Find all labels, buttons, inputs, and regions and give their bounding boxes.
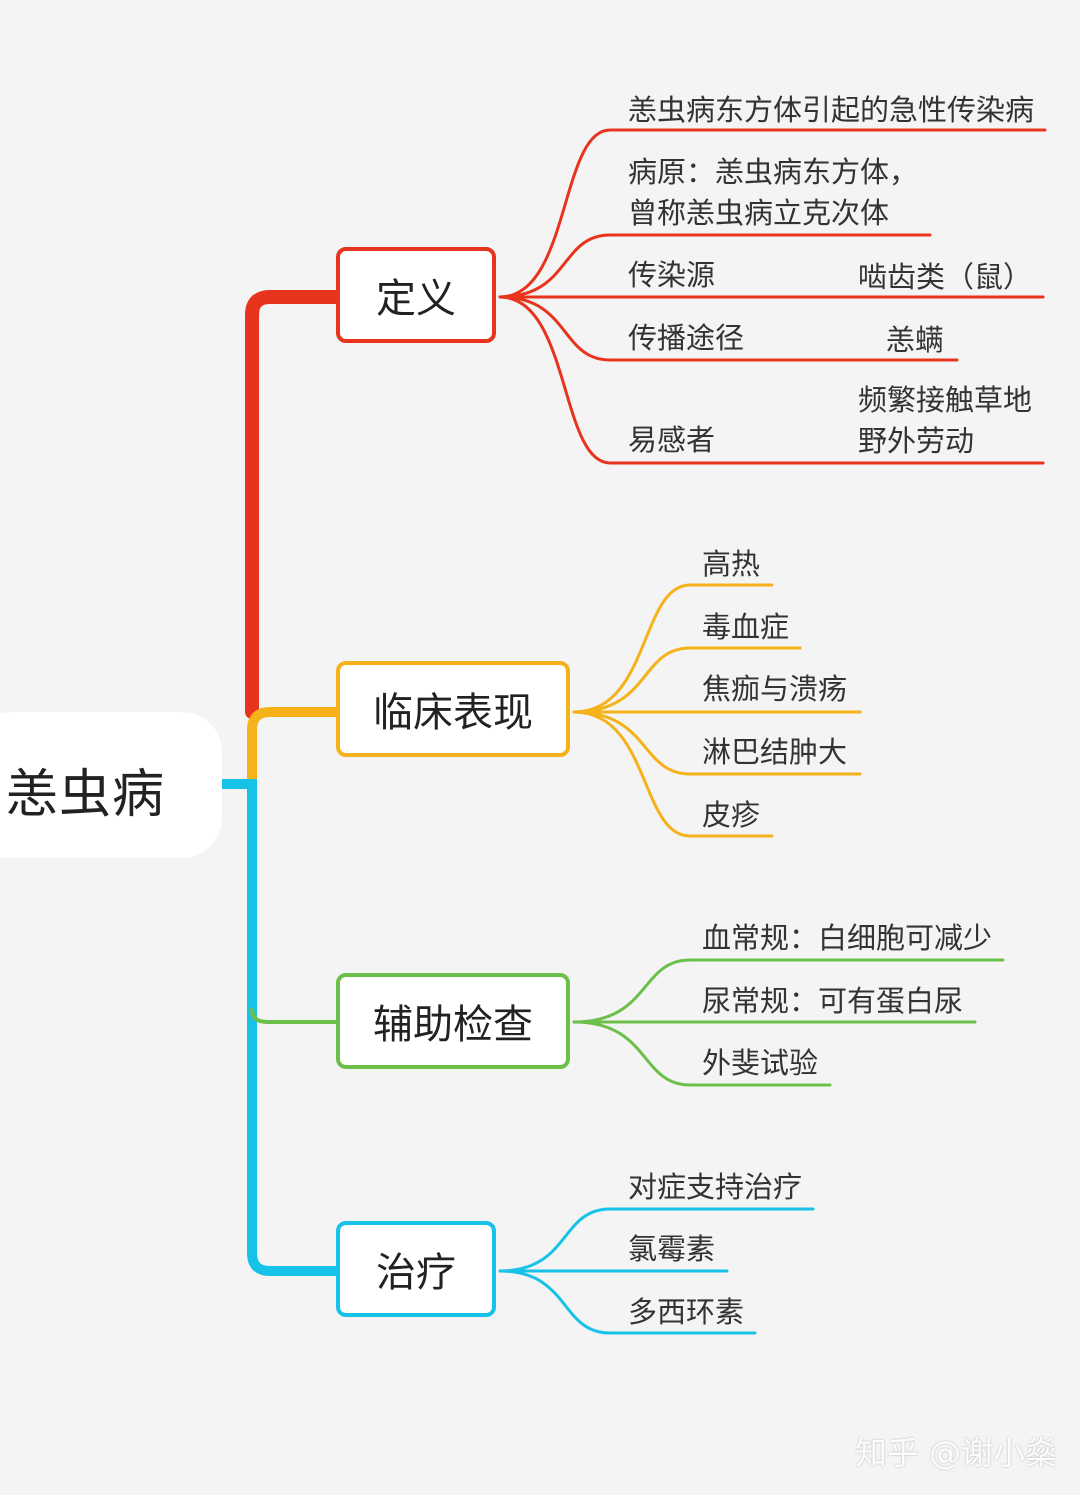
trunk-treatment xyxy=(217,779,341,1276)
connector-clinical-4 xyxy=(572,710,774,838)
trunk-definition xyxy=(245,290,343,719)
connector-treatment-2 xyxy=(498,1269,757,1335)
leaf-definition-source-detail: 啮齿类（鼠） xyxy=(858,260,1033,294)
leaf-definition-source: 传染源 xyxy=(628,258,716,292)
leaf-treatment-chloramphenicol: 氯霉素 xyxy=(628,1232,716,1266)
connector-clinical-3 xyxy=(572,710,862,776)
leaf-exam-weil-felix: 外斐试验 xyxy=(702,1046,819,1080)
leaf-definition-susceptible: 易感者 xyxy=(628,423,716,457)
branch-treatment-label: 治疗 xyxy=(376,1250,456,1296)
leaf-clinical-rash: 皮疹 xyxy=(702,798,761,832)
branch-definition-label: 定义 xyxy=(376,276,456,322)
leaf-definition-susceptible-detail-2: 野外劳动 xyxy=(858,424,975,458)
connector-definition-0 xyxy=(498,128,1047,299)
leaf-definition-disease: 恙虫病东方体引起的急性传染病 xyxy=(628,93,1035,127)
leaf-definition-route-detail: 恙螨 xyxy=(886,323,945,357)
leaf-clinical-eschar: 焦痂与溃疡 xyxy=(702,672,848,706)
root-label: 恙虫病 xyxy=(6,765,166,825)
root-node xyxy=(0,712,222,858)
leaf-definition-route: 传播途径 xyxy=(628,321,745,355)
leaf-exam-urine: 尿常规：可有蛋白尿 xyxy=(702,984,964,1018)
leaf-treatment-doxycycline: 多西环素 xyxy=(628,1295,745,1329)
leaf-definition-susceptible-detail-1: 频繁接触草地 xyxy=(858,383,1033,417)
leaf-clinical-fever: 高热 xyxy=(702,547,761,581)
watermark: 知乎 @谢小燊 xyxy=(855,1434,1058,1472)
branch-definition: 定义 xyxy=(336,247,496,343)
connector-exam-2 xyxy=(572,1020,832,1087)
leaf-exam-blood: 血常规：白细胞可减少 xyxy=(702,921,993,955)
leaf-definition-pathogen: 病原：恙虫病东方体， xyxy=(628,155,919,189)
leaf-treatment-supportive: 对症支持治疗 xyxy=(628,1170,803,1204)
leaf-clinical-toxemia: 毒血症 xyxy=(702,610,790,644)
leaf-definition-pathogen-former: 曾称恙虫病立克次体 xyxy=(628,196,890,230)
connector-clinical-1 xyxy=(572,646,802,714)
leaf-clinical-lymph: 淋巴结肿大 xyxy=(702,735,848,769)
branch-exam: 辅助检查 xyxy=(336,973,570,1069)
connector-definition-1 xyxy=(498,233,932,299)
trunk-exam xyxy=(250,1008,338,1024)
connector-definition-4 xyxy=(498,295,1045,465)
connector-exam-0 xyxy=(572,958,1005,1024)
connector-clinical-0 xyxy=(572,583,774,714)
branch-clinical-label: 临床表现 xyxy=(373,690,533,736)
trunk-clinical xyxy=(247,707,341,785)
branch-clinical: 临床表现 xyxy=(336,661,570,757)
branch-treatment: 治疗 xyxy=(336,1221,496,1317)
branch-exam-label: 辅助检查 xyxy=(373,1002,533,1048)
connector-treatment-0 xyxy=(498,1207,815,1273)
connector-definition-3 xyxy=(498,295,959,362)
